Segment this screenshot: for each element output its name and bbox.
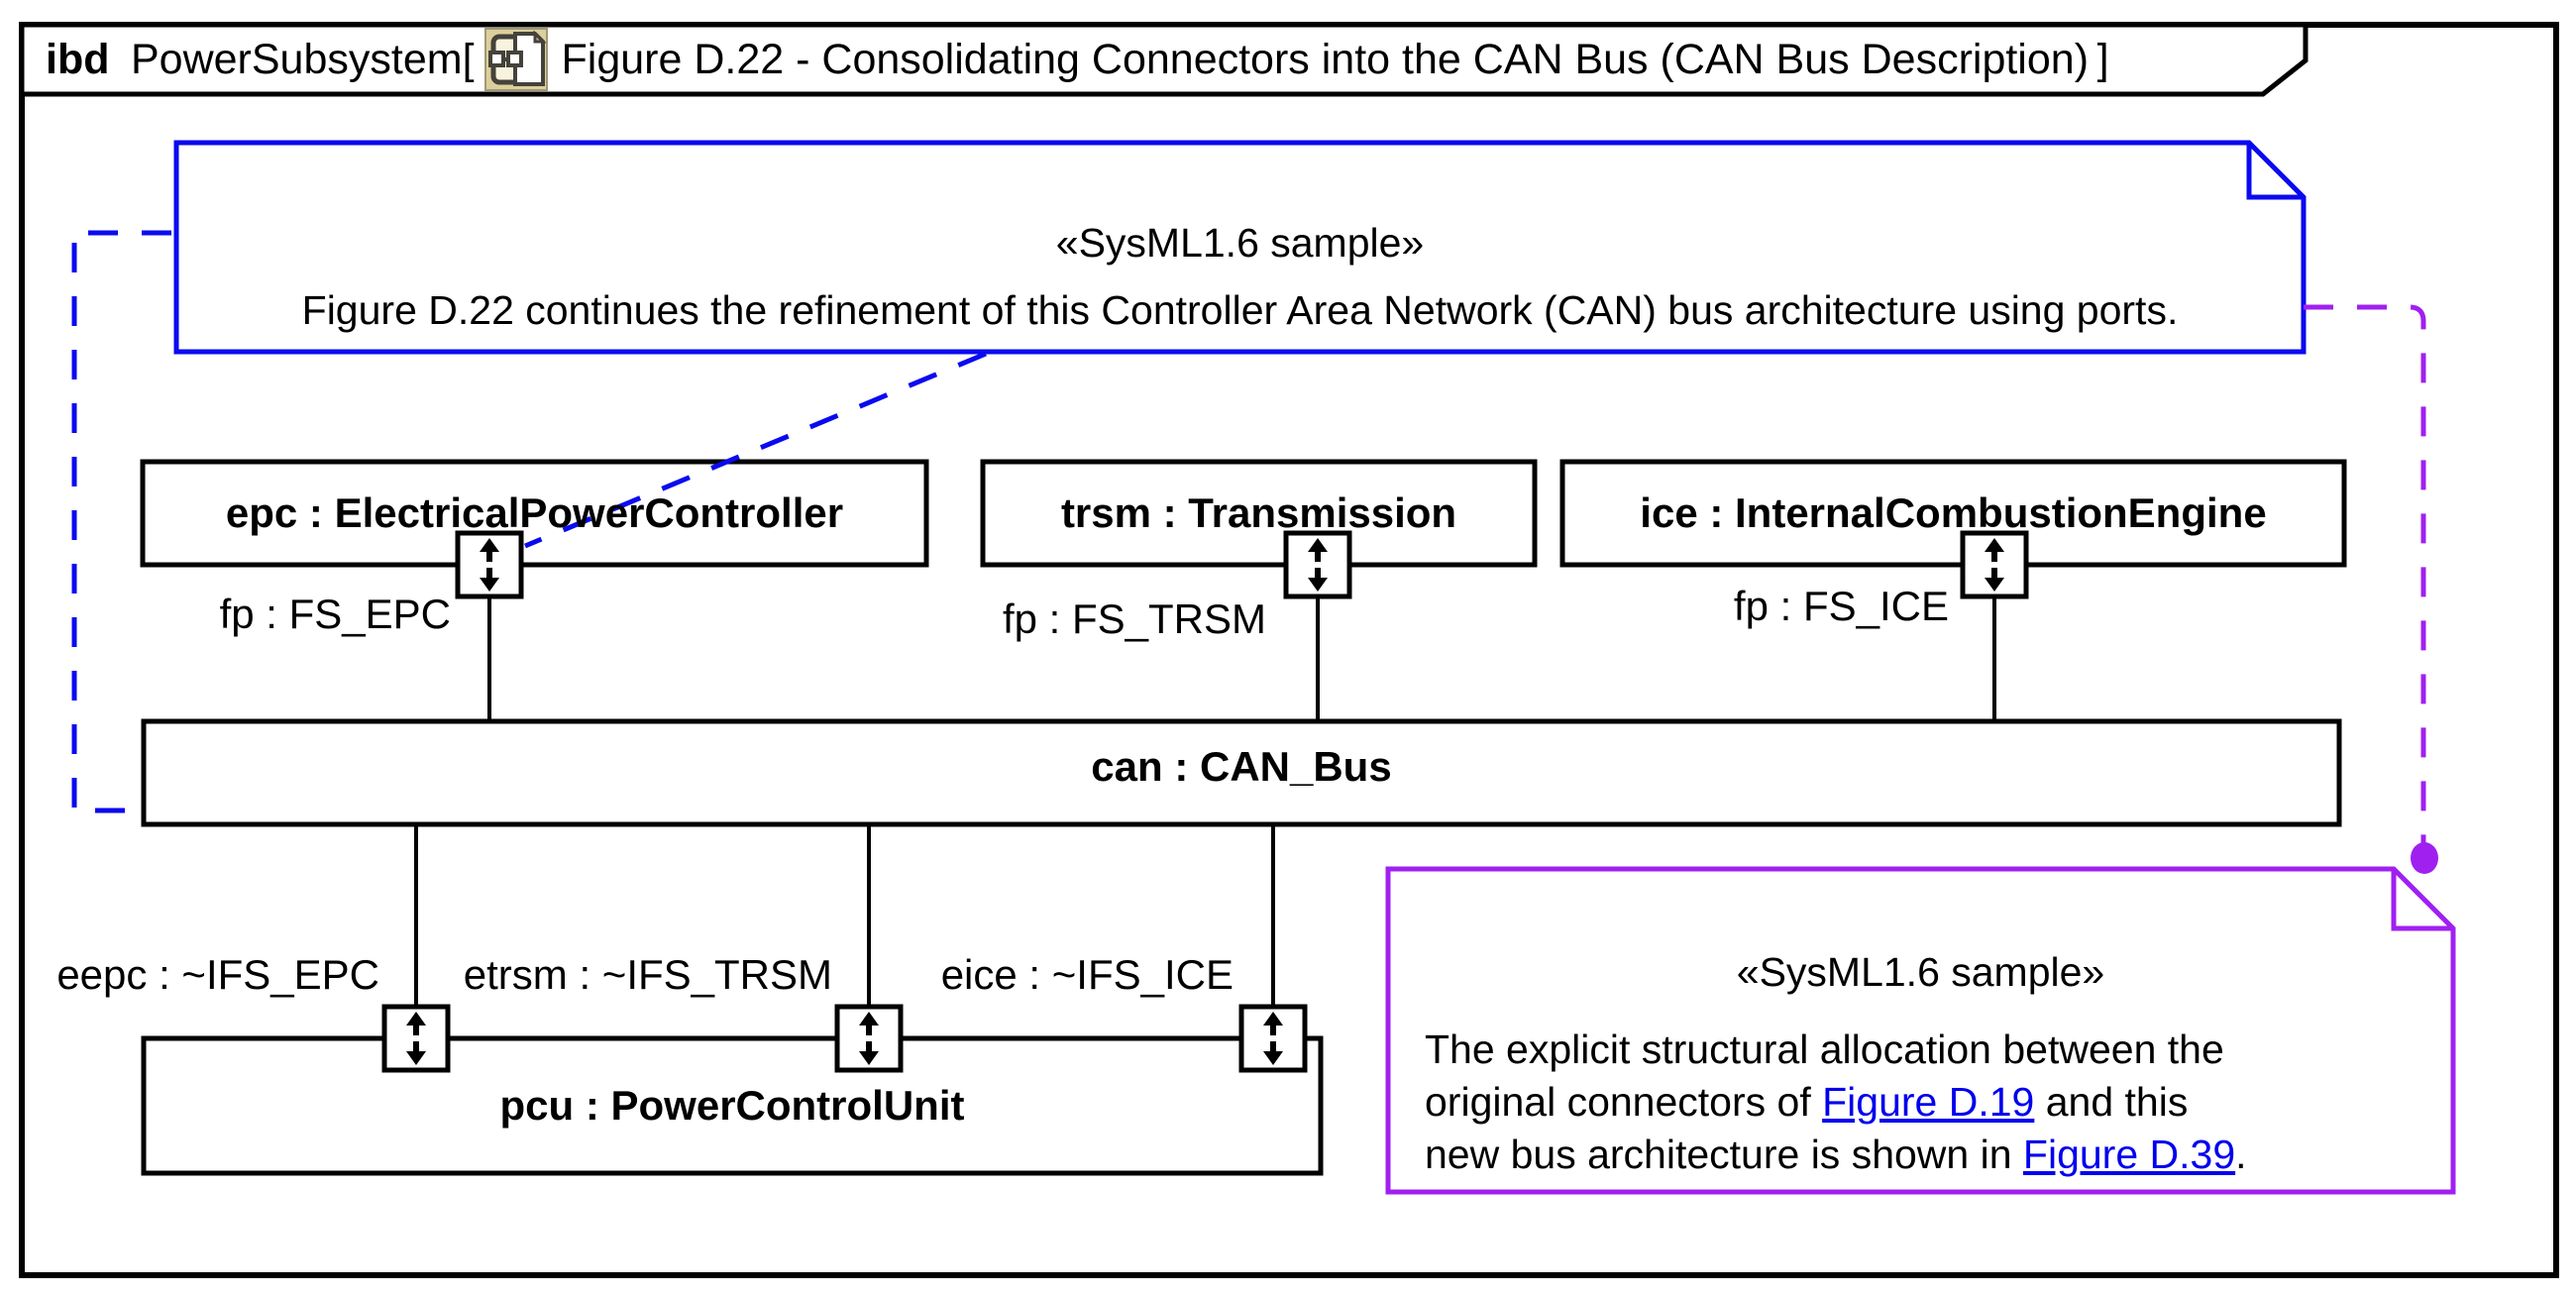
purple-note-line3-pre: new bus architecture is shown in — [1425, 1132, 2023, 1177]
open-bracket: [ — [462, 35, 475, 83]
purple-note-line2: original connectors of Figure D.19 and t… — [1425, 1079, 2188, 1125]
diagram-frame — [19, 22, 2559, 1278]
note-anchors — [71, 230, 2438, 874]
blue-note-anchor-to-epc-port — [524, 351, 987, 549]
part-blocks — [140, 459, 2347, 1176]
purple-note-fold-icon — [2391, 869, 2453, 931]
pcu-eepc-port-label: eepc : ~IFS_EPC — [56, 951, 379, 998]
blue-note-stereotype: «SysML1.6 sample» — [1055, 220, 1425, 266]
purple-note-stereotype: «SysML1.6 sample» — [1736, 949, 2105, 995]
can-bus-block-shape — [141, 718, 2342, 827]
trsm-block-label: trsm : Transmission — [1060, 489, 1457, 536]
figure-d39-link[interactable]: Figure D.39 — [2022, 1132, 2236, 1177]
blue-note-fold-icon — [2246, 143, 2304, 200]
port-direction-icon — [406, 1012, 426, 1065]
frame-title: ibd PowerSubsystem [ Figure D.22 - Conso… — [46, 27, 2109, 92]
close-bracket-char: ] — [2096, 35, 2109, 83]
port-direction-icon — [1985, 538, 2004, 592]
trsm-block-shape — [980, 459, 1538, 568]
blue-note-anchor-left — [71, 230, 171, 813]
purple-note-line1: The explicit structural allocation betwe… — [1425, 1026, 2224, 1072]
ice-block-shape — [1559, 459, 2347, 568]
blue-note-text: Figure D.22 continues the refinement of … — [301, 287, 2179, 333]
port-direction-icon — [859, 1012, 879, 1065]
purple-note-line3: new bus architecture is shown in Figure … — [1425, 1132, 2247, 1177]
diagram-kind-label: ibd — [46, 35, 110, 83]
trsm-port — [1283, 530, 1352, 599]
ibd-diagram-icon — [483, 28, 548, 91]
pcu-eepc-port — [381, 1004, 451, 1073]
trsm-port-label: fp : FS_TRSM — [1002, 595, 1266, 642]
pcu-etrsm-port-label: etrsm : ~IFS_TRSM — [463, 951, 832, 998]
epc-block-label: epc : ElectricalPowerController — [225, 489, 844, 536]
ice-port-label: fp : FS_ICE — [1733, 583, 1949, 629]
epc-port — [455, 530, 524, 599]
diagram-name-label: Figure D.22 - Consolidating Connectors i… — [561, 35, 2090, 83]
blue-note-shape — [173, 140, 2307, 355]
blue-note-body — [173, 140, 2307, 355]
pcu-eice-port — [1238, 1004, 1308, 1073]
purple-note-shape — [1385, 866, 2456, 1195]
purple-note-anchor-dot — [2411, 842, 2438, 874]
pcu-block-shape — [141, 1035, 1324, 1176]
purple-note-anchor — [2304, 304, 2426, 843]
purple-note-line2-post: and this — [2034, 1079, 2189, 1125]
spacer — [109, 36, 131, 84]
purple-note-body — [1385, 866, 2456, 1195]
frame-title-tab — [19, 22, 2308, 97]
figure-d19-link[interactable]: Figure D.19 — [1822, 1079, 2035, 1125]
ports — [381, 530, 2029, 1073]
purple-note-line3-post: . — [2235, 1132, 2247, 1177]
close-bracket — [2089, 36, 2097, 84]
port-direction-icon — [1308, 538, 1328, 592]
port-direction-icon — [480, 538, 499, 592]
epc-block-shape — [140, 459, 929, 568]
model-name-label: PowerSubsystem — [130, 35, 463, 83]
ice-port — [1960, 530, 2029, 599]
can-bus-block-label: can : CAN_Bus — [1091, 743, 1392, 790]
ice-block-label: ice : InternalCombustionEngine — [1640, 489, 2267, 536]
purple-note-line2-pre: original connectors of — [1425, 1079, 1823, 1125]
epc-port-label: fp : FS_EPC — [219, 591, 451, 637]
port-direction-icon — [1263, 1012, 1283, 1065]
pcu-etrsm-port — [834, 1004, 904, 1073]
pcu-block-label: pcu : PowerControlUnit — [499, 1082, 965, 1129]
connectors — [414, 596, 1996, 1007]
pcu-eice-port-label: eice : ~IFS_ICE — [940, 951, 1234, 998]
